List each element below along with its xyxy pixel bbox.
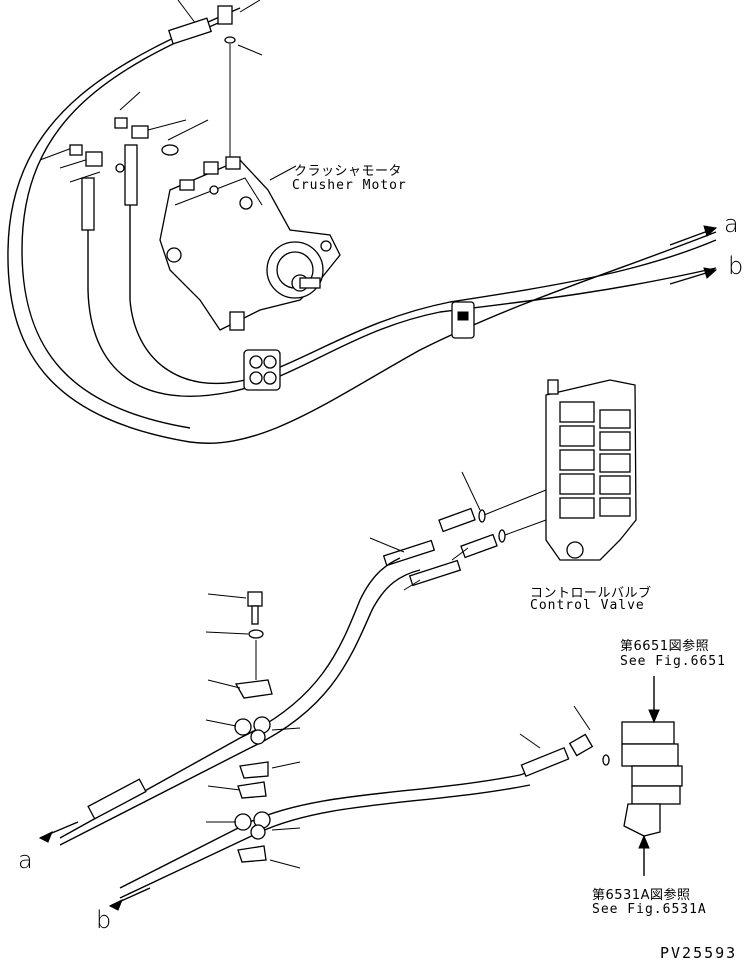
- control-valve: [545, 379, 637, 561]
- ref-6531a-label-jp: 第6531A図参照: [592, 888, 691, 903]
- outer-hose-loop: [7, 7, 717, 444]
- upper-clamp-2: [243, 349, 281, 391]
- crusher-motor-label-en: Crusher Motor: [292, 178, 407, 193]
- ref-6531a-label-en: See Fig.6531A: [592, 902, 707, 917]
- valve-fittings: [369, 471, 547, 591]
- upper-clamp-1: [451, 301, 475, 339]
- hose-left-1: [87, 230, 717, 397]
- crusher-motor-label-jp: クラッシャモータ: [294, 164, 403, 179]
- outer-hose-loop-inner: [21, 19, 226, 429]
- control-valve-label-en: Control Valve: [530, 598, 645, 613]
- arrow-a-bottom-label: a: [18, 846, 34, 874]
- crusher-motor: [159, 156, 341, 331]
- arrow-a-top-label: a: [724, 210, 740, 238]
- arrow-b-bottom-label: b: [96, 906, 113, 934]
- top-fitting-group: [69, 5, 236, 231]
- lower-hose-a-2: [59, 569, 421, 846]
- ref-6651-label-jp: 第6651図参照: [620, 639, 710, 654]
- lower-hose-b-2: [119, 784, 531, 899]
- lower-clamp-parts: [234, 591, 273, 863]
- control-valve-label-jp: コントロールバルブ: [530, 586, 652, 601]
- drawing-code: PV25593: [660, 944, 738, 962]
- lower-hose-a: [59, 557, 401, 839]
- lower-hose-b: [119, 764, 551, 889]
- ref-6651-label-en: See Fig.6651: [620, 654, 726, 669]
- hose-left-2: [129, 205, 717, 385]
- arrow-b-top-label: b: [728, 252, 745, 280]
- right-block-assembly: [519, 676, 683, 876]
